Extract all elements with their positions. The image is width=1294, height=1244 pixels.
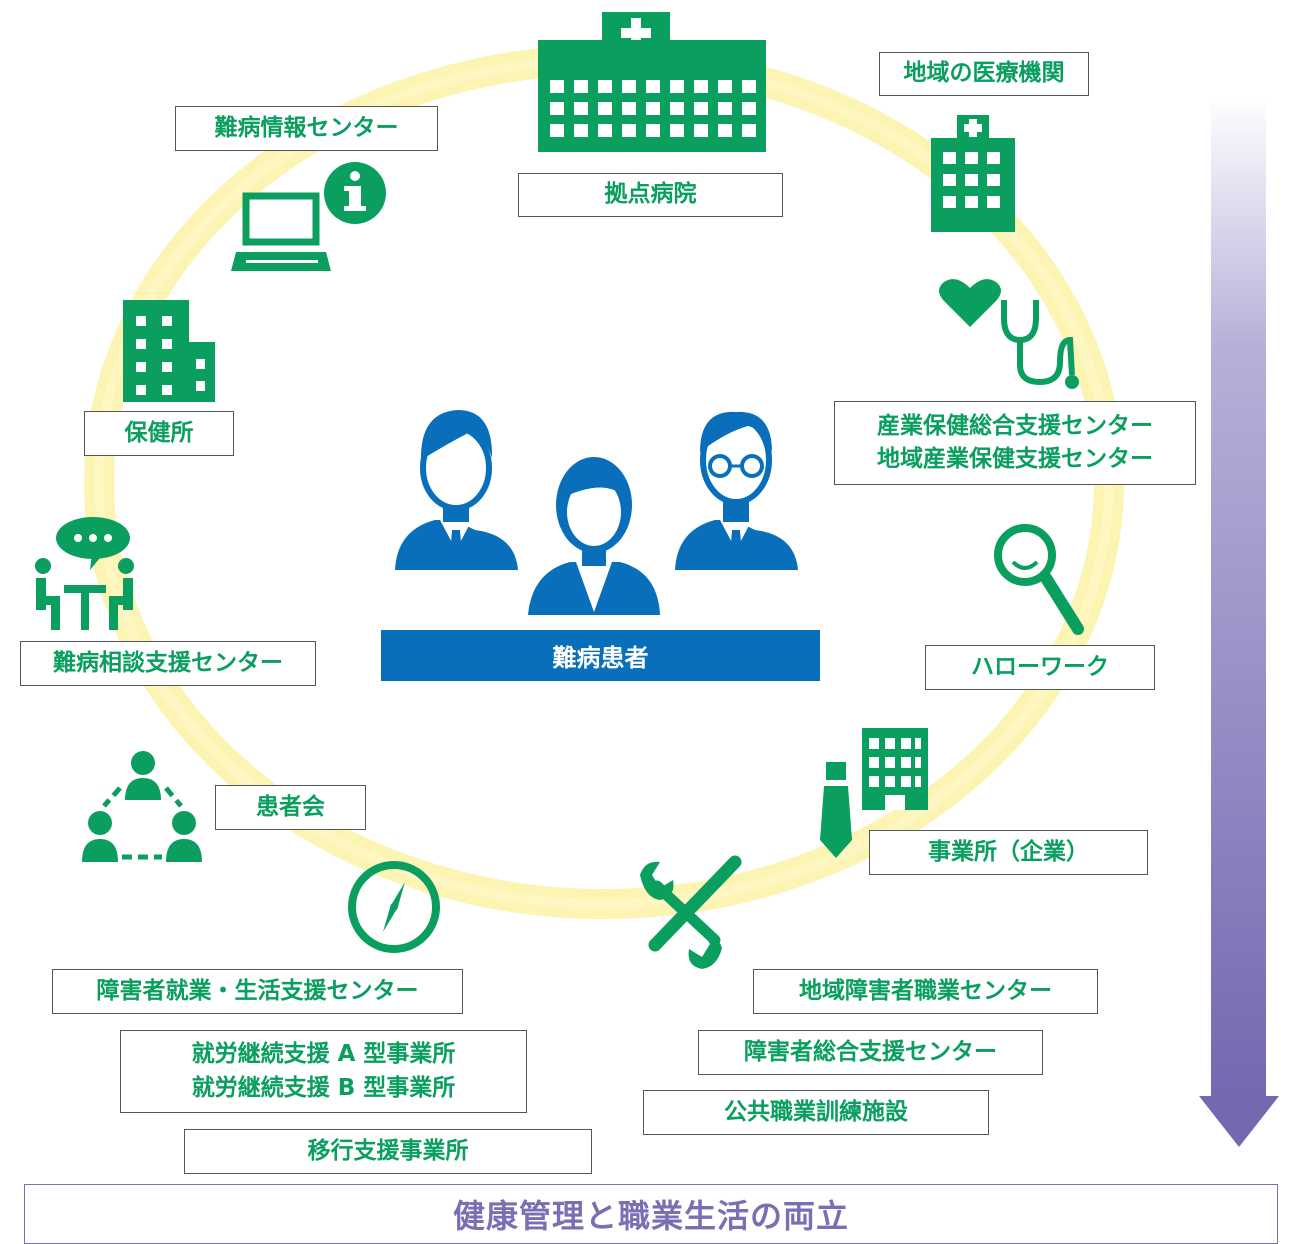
node-occupational-health: 産業保健総合支援センター 地域産業保健支援センター xyxy=(834,401,1196,485)
node-health-center: 保健所 xyxy=(84,411,234,456)
group-icon xyxy=(82,751,202,862)
info-icon xyxy=(324,162,386,224)
node-continuous-support: 就労継続支援 A 型事業所 就労継続支援 B 型事業所 xyxy=(120,1030,527,1113)
search-icon xyxy=(994,524,1084,635)
node-business: 事業所（企業） xyxy=(869,830,1148,875)
patients-illustration xyxy=(395,410,798,615)
goal-banner: 健康管理と職業生活の両立 xyxy=(24,1184,1278,1244)
node-public-training: 公共職業訓練施設 xyxy=(643,1090,989,1135)
down-arrow-icon xyxy=(1199,95,1279,1147)
node-hospital-base: 拠点病院 xyxy=(518,173,783,217)
node-info-center: 難病情報センター xyxy=(175,106,438,151)
consultation-icon xyxy=(35,517,134,630)
node-patient-group: 患者会 xyxy=(215,785,366,830)
node-continuous-support-a: 就労継続支援 A 型事業所 xyxy=(191,1041,456,1068)
node-occupational-health-line1: 産業保健総合支援センター xyxy=(877,412,1153,439)
hospital-icon xyxy=(538,12,766,152)
laptop-icon xyxy=(231,192,331,271)
building-icon xyxy=(123,300,215,402)
office-icon xyxy=(820,728,928,858)
node-regional-vocational: 地域障害者職業センター xyxy=(753,969,1098,1014)
node-transition-support: 移行支援事業所 xyxy=(184,1129,592,1174)
node-disability-general: 障害者総合支援センター xyxy=(698,1030,1043,1075)
compass-icon xyxy=(348,861,440,953)
node-occupational-health-line2: 地域産業保健支援センター xyxy=(877,446,1153,472)
clinic-icon xyxy=(931,115,1015,232)
node-employment-life-center: 障害者就業・生活支援センター xyxy=(52,969,463,1014)
tools-icon xyxy=(640,855,742,969)
center-patients-label: 難病患者 xyxy=(381,630,820,681)
node-consult-center: 難病相談支援センター xyxy=(20,641,316,686)
stethoscope-icon xyxy=(939,279,1079,389)
node-hello-work: ハローワーク xyxy=(925,645,1155,690)
node-regional-medical: 地域の医療機関 xyxy=(879,52,1089,96)
node-continuous-support-b: 就労継続支援 B 型事業所 xyxy=(191,1074,456,1101)
